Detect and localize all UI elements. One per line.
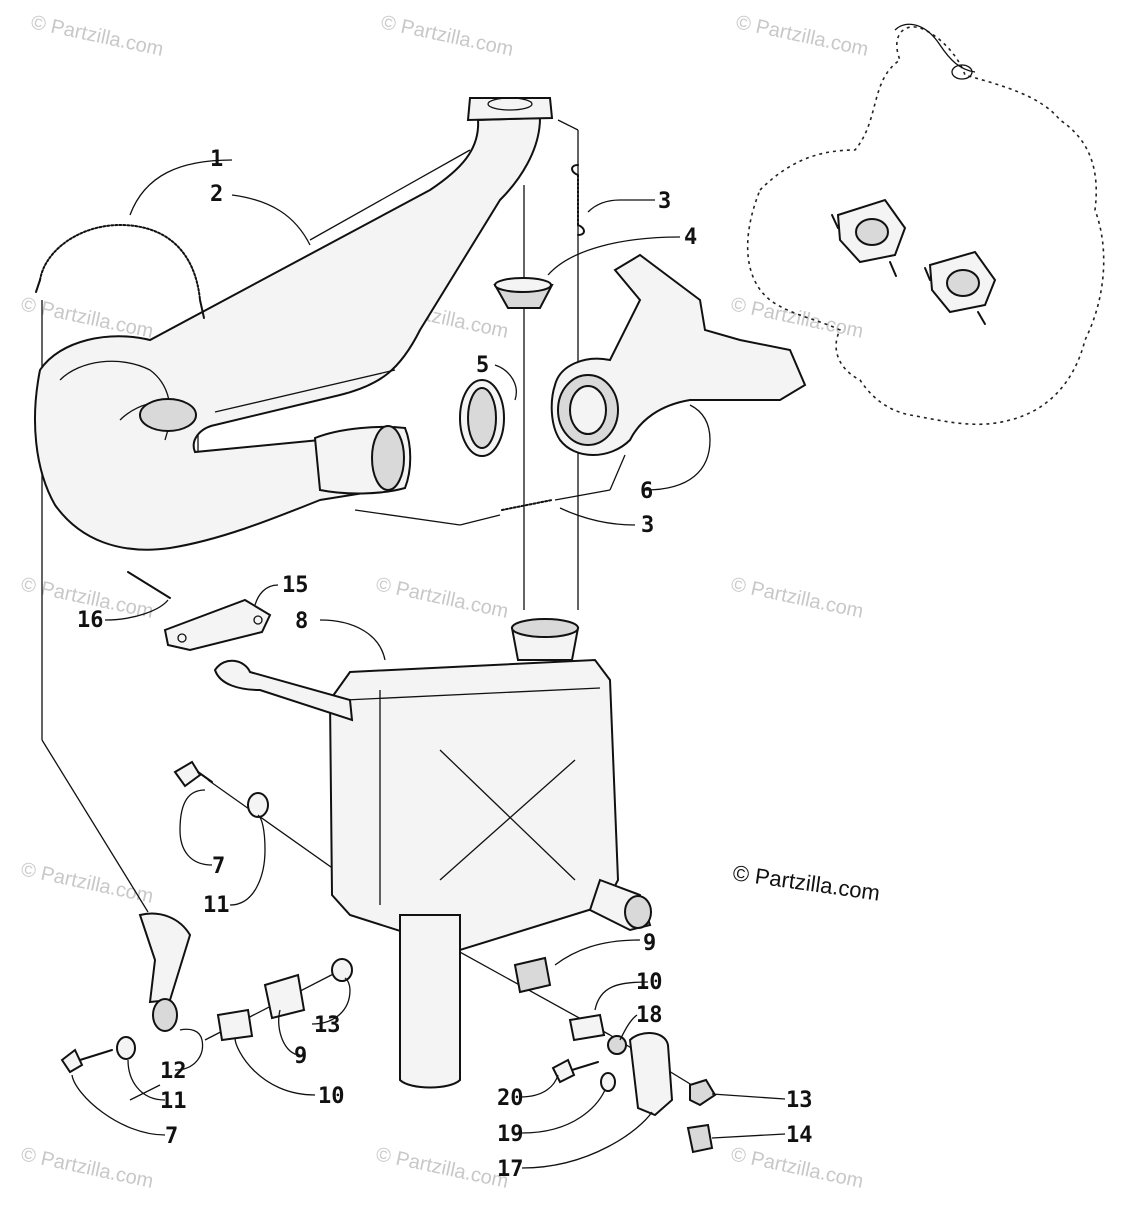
callout-6: 6 — [640, 479, 653, 504]
callout-labels: 1 2 3 4 5 6 3 15 16 8 7 11 9 10 18 13 12… — [77, 147, 813, 1182]
callout-1: 1 — [210, 147, 223, 172]
callout-20: 20 — [497, 1086, 524, 1111]
right-hardware — [513, 956, 717, 1154]
silencer-muffler — [213, 618, 652, 1089]
watermark-text: © Partzilla.com — [734, 11, 870, 61]
engine-outline — [746, 23, 1105, 426]
callout-9: 9 — [294, 1044, 307, 1069]
callout-5: 5 — [476, 353, 489, 378]
callout-12: 12 — [160, 1059, 187, 1084]
callout-3: 3 — [658, 189, 671, 214]
callout-13: 13 — [314, 1013, 341, 1038]
callout-13: 13 — [786, 1088, 813, 1113]
callout-4: 4 — [684, 225, 697, 250]
watermark-text: © Partzilla.com — [29, 11, 165, 61]
callout-11: 11 — [160, 1089, 187, 1114]
copyright-notice: © Partzilla.com — [731, 860, 881, 905]
callout-3: 3 — [641, 513, 654, 538]
callout-7: 7 — [212, 854, 225, 879]
spring-lower — [501, 499, 553, 511]
spring-upper — [571, 164, 585, 236]
watermark-text: © Partzilla.com — [729, 293, 865, 343]
exhaust-port-rear — [924, 250, 997, 325]
callout-14: 14 — [786, 1123, 813, 1148]
exhaust-seal-ring — [459, 379, 505, 457]
left-hardware — [60, 760, 353, 1074]
watermark-text: © Partzilla.com — [19, 1143, 155, 1193]
callout-2: 2 — [210, 182, 223, 207]
callout-8: 8 — [295, 609, 308, 634]
callout-10: 10 — [636, 970, 663, 995]
callout-18: 18 — [636, 1003, 663, 1028]
assembly-guide-lines — [41, 119, 701, 1101]
watermark-text: © Partzilla.com — [374, 1143, 510, 1193]
mounting-bracket — [127, 571, 272, 652]
watermark-text: © Partzilla.com — [19, 858, 155, 908]
exhaust-manifold — [550, 253, 807, 456]
callout-11: 11 — [203, 893, 230, 918]
callout-19: 19 — [497, 1122, 524, 1147]
watermark-text: © Partzilla.com — [379, 11, 515, 61]
watermark-text: © Partzilla.com — [729, 1143, 865, 1193]
leader-lines — [71, 159, 786, 1169]
watermark-text: © Partzilla.com — [374, 573, 510, 623]
callout-16: 16 — [77, 608, 104, 633]
callout-17: 17 — [497, 1157, 524, 1182]
heat-shield-spring — [35, 224, 205, 319]
callout-7: 7 — [165, 1124, 178, 1149]
exhaust-port-front — [831, 198, 907, 277]
watermark-text: © Partzilla.com — [19, 293, 155, 343]
expansion-chamber — [34, 97, 554, 551]
watermark-text: © Partzilla.com — [729, 573, 865, 623]
grommet — [493, 277, 554, 309]
callout-15: 15 — [282, 573, 309, 598]
callout-10: 10 — [318, 1084, 345, 1109]
callout-9: 9 — [643, 931, 656, 956]
